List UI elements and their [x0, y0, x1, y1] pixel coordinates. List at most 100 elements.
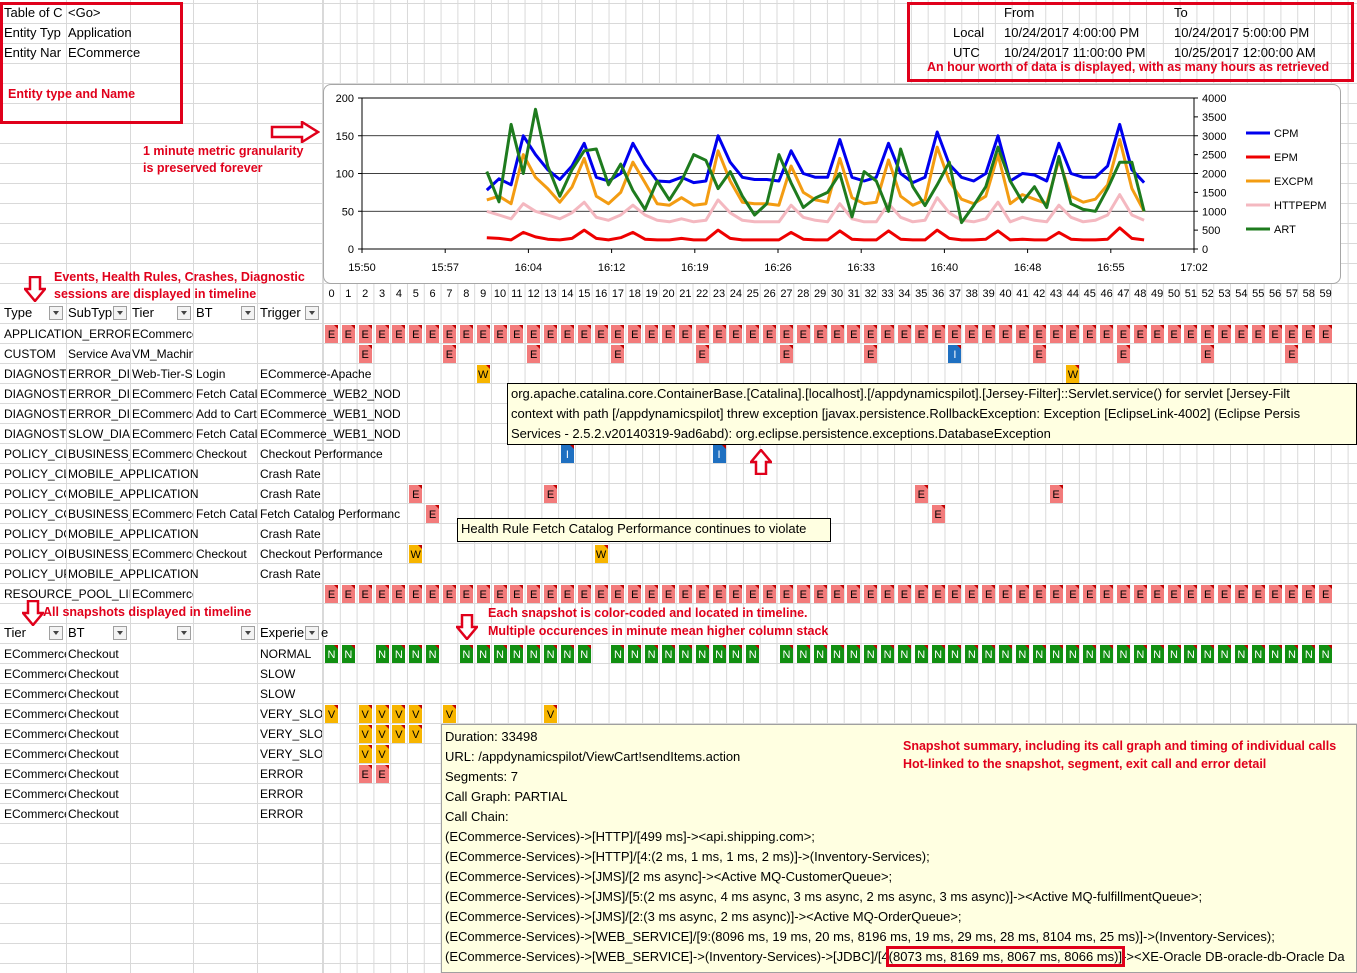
snapshot-marker[interactable]: N — [611, 645, 625, 663]
event-marker[interactable]: E — [493, 325, 507, 343]
snapshot-marker[interactable]: N — [1218, 645, 1232, 663]
event-marker[interactable]: E — [948, 585, 962, 603]
event-marker[interactable]: E — [325, 585, 338, 603]
event-marker[interactable]: E — [1116, 325, 1130, 343]
snapshot-marker[interactable]: N — [1167, 645, 1181, 663]
event-marker[interactable]: E — [341, 585, 355, 603]
event-marker[interactable]: E — [712, 585, 726, 603]
event-marker[interactable]: I — [712, 445, 726, 463]
event-marker[interactable]: E — [1049, 325, 1063, 343]
event-marker[interactable]: E — [358, 325, 372, 343]
event-marker[interactable]: E — [881, 585, 895, 603]
event-marker[interactable]: E — [746, 325, 760, 343]
event-marker[interactable]: E — [544, 485, 558, 503]
snapshot-marker[interactable]: E — [375, 765, 389, 783]
event-marker[interactable]: E — [392, 325, 406, 343]
filter-dropdown-icon[interactable] — [177, 306, 191, 320]
filter-dropdown-icon[interactable] — [241, 306, 255, 320]
snapshot-marker[interactable]: N — [712, 645, 726, 663]
event-marker[interactable]: E — [1116, 345, 1130, 363]
event-marker[interactable]: E — [1285, 345, 1299, 363]
event-marker[interactable]: E — [341, 325, 355, 343]
event-marker[interactable]: E — [594, 325, 608, 343]
event-marker[interactable]: E — [459, 585, 473, 603]
snapshot-marker[interactable]: N — [645, 645, 659, 663]
event-marker[interactable]: E — [830, 325, 844, 343]
filter-dropdown-icon[interactable] — [305, 306, 319, 320]
event-marker[interactable]: E — [1049, 585, 1063, 603]
event-marker[interactable]: E — [1319, 585, 1333, 603]
event-marker[interactable]: E — [1268, 585, 1282, 603]
event-marker[interactable]: E — [1032, 325, 1046, 343]
event-marker[interactable]: E — [358, 585, 372, 603]
event-marker[interactable]: E — [847, 325, 861, 343]
event-marker[interactable]: E — [999, 325, 1012, 343]
event-marker[interactable]: E — [1218, 585, 1232, 603]
snapshot-marker[interactable]: E — [358, 765, 372, 783]
event-marker[interactable]: W — [594, 545, 608, 563]
snapshot-marker[interactable]: V — [358, 725, 372, 743]
event-marker[interactable]: E — [442, 325, 456, 343]
event-marker[interactable]: E — [763, 585, 777, 603]
snapshot-marker[interactable]: N — [1083, 645, 1097, 663]
event-marker[interactable]: E — [881, 325, 895, 343]
event-marker[interactable]: W — [1066, 365, 1080, 383]
snapshot-marker[interactable]: N — [1116, 645, 1130, 663]
event-marker[interactable]: E — [695, 325, 709, 343]
event-marker[interactable]: E — [426, 325, 440, 343]
event-marker[interactable]: E — [645, 585, 659, 603]
event-marker[interactable]: E — [1066, 585, 1080, 603]
snapshot-marker[interactable]: N — [426, 645, 440, 663]
event-marker[interactable]: E — [1251, 585, 1265, 603]
event-marker[interactable]: E — [695, 585, 709, 603]
snapshot-marker[interactable]: N — [982, 645, 996, 663]
snapshot-marker[interactable]: N — [1319, 645, 1333, 663]
snapshot-marker[interactable]: N — [1251, 645, 1265, 663]
snapshot-marker[interactable]: N — [830, 645, 844, 663]
event-marker[interactable]: E — [1133, 585, 1147, 603]
event-marker[interactable]: E — [847, 585, 861, 603]
snapshot-marker[interactable]: V — [375, 725, 389, 743]
event-marker[interactable]: E — [442, 585, 456, 603]
snapshot-marker[interactable]: N — [1032, 645, 1046, 663]
event-marker[interactable]: E — [409, 485, 423, 503]
event-marker[interactable]: E — [1285, 325, 1299, 343]
event-marker[interactable]: E — [931, 585, 945, 603]
event-marker[interactable]: E — [897, 585, 911, 603]
snapshot-marker[interactable]: V — [392, 705, 406, 723]
snapshot-marker[interactable]: N — [746, 645, 760, 663]
event-marker[interactable]: E — [1201, 345, 1215, 363]
event-marker[interactable]: E — [712, 325, 726, 343]
event-marker[interactable]: E — [1032, 585, 1046, 603]
go-link[interactable]: <Go> — [68, 5, 101, 20]
event-marker[interactable]: I — [560, 445, 574, 463]
event-marker[interactable]: E — [1116, 585, 1130, 603]
snapshot-marker[interactable]: V — [544, 705, 558, 723]
snapshot-marker[interactable]: N — [779, 645, 793, 663]
event-marker[interactable]: E — [510, 585, 524, 603]
event-marker[interactable]: E — [375, 585, 389, 603]
event-marker[interactable]: E — [560, 585, 574, 603]
snapshot-marker[interactable]: N — [510, 645, 524, 663]
snapshot-marker[interactable]: V — [358, 745, 372, 763]
filter-dropdown-icon[interactable] — [305, 626, 319, 640]
event-marker[interactable]: E — [1268, 325, 1282, 343]
snapshot-marker[interactable]: N — [1100, 645, 1114, 663]
event-marker[interactable]: E — [914, 585, 928, 603]
event-marker[interactable]: E — [729, 325, 743, 343]
event-marker[interactable]: E — [1218, 325, 1232, 343]
snapshot-marker[interactable]: N — [999, 645, 1012, 663]
event-marker[interactable]: E — [1234, 325, 1248, 343]
event-marker[interactable]: E — [796, 585, 810, 603]
event-marker[interactable]: E — [729, 585, 743, 603]
event-marker[interactable]: E — [459, 325, 473, 343]
snapshot-marker[interactable]: V — [409, 705, 423, 723]
filter-dropdown-icon[interactable] — [49, 306, 63, 320]
event-marker[interactable]: E — [1285, 585, 1299, 603]
event-marker[interactable]: E — [1184, 325, 1198, 343]
event-marker[interactable]: E — [796, 325, 810, 343]
event-marker[interactable]: E — [1201, 325, 1215, 343]
snapshot-marker[interactable]: N — [678, 645, 692, 663]
snapshot-marker[interactable]: N — [1268, 645, 1282, 663]
event-marker[interactable]: E — [409, 325, 423, 343]
